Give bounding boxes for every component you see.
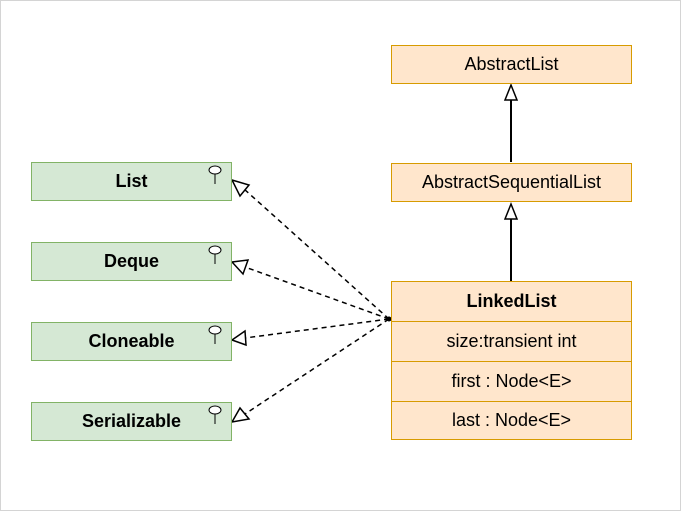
interface-cloneable[interactable]: Cloneable bbox=[31, 322, 232, 361]
class-linked-list-name-text: LinkedList bbox=[466, 291, 557, 311]
class-abstract-list[interactable]: AbstractList bbox=[391, 45, 632, 84]
interface-list[interactable]: List bbox=[31, 162, 232, 201]
implements-arrowhead-list bbox=[230, 178, 251, 198]
interface-icon bbox=[208, 405, 222, 424]
field-last-text: last : Node<E> bbox=[451, 410, 572, 430]
implements-arrowhead-cloneable bbox=[230, 329, 247, 347]
implements-edge-list bbox=[243, 188, 390, 320]
interface-deque-label: Deque bbox=[103, 251, 159, 271]
interface-icon bbox=[208, 245, 222, 264]
interface-serializable-label: Serializable bbox=[81, 411, 182, 431]
field-last: last : Node<E> bbox=[392, 401, 631, 439]
class-abstract-sequential-list[interactable]: AbstractSequentialList bbox=[391, 163, 632, 202]
interface-list-label: List bbox=[115, 171, 148, 191]
field-first: first : Node<E> bbox=[392, 361, 631, 401]
class-abstract-list-label: AbstractList bbox=[464, 54, 559, 74]
interface-icon bbox=[208, 165, 222, 184]
interface-icon bbox=[208, 325, 222, 344]
class-abstract-sequential-list-label: AbstractSequentialList bbox=[421, 172, 602, 192]
interface-cloneable-label: Cloneable bbox=[88, 331, 175, 351]
class-linked-list[interactable]: LinkedList size:transient int first : No… bbox=[391, 281, 632, 440]
implements-edge-serializable bbox=[244, 318, 390, 415]
class-linked-list-name: LinkedList bbox=[392, 282, 631, 321]
extends-arrowhead-abstractlist bbox=[503, 82, 519, 101]
implements-edge-deque bbox=[244, 266, 390, 320]
interface-deque[interactable]: Deque bbox=[31, 242, 232, 281]
implements-arrowhead-serializable bbox=[230, 406, 251, 424]
interface-serializable[interactable]: Serializable bbox=[31, 402, 232, 441]
edge-origin-dot bbox=[386, 316, 392, 322]
implements-edge-cloneable bbox=[244, 318, 390, 339]
field-size: size:transient int bbox=[392, 321, 631, 361]
implements-arrowhead-deque bbox=[230, 259, 250, 276]
field-first-text: first : Node<E> bbox=[451, 371, 572, 391]
extends-arrowhead-sequential bbox=[503, 201, 519, 220]
field-size-text: size:transient int bbox=[446, 331, 577, 351]
